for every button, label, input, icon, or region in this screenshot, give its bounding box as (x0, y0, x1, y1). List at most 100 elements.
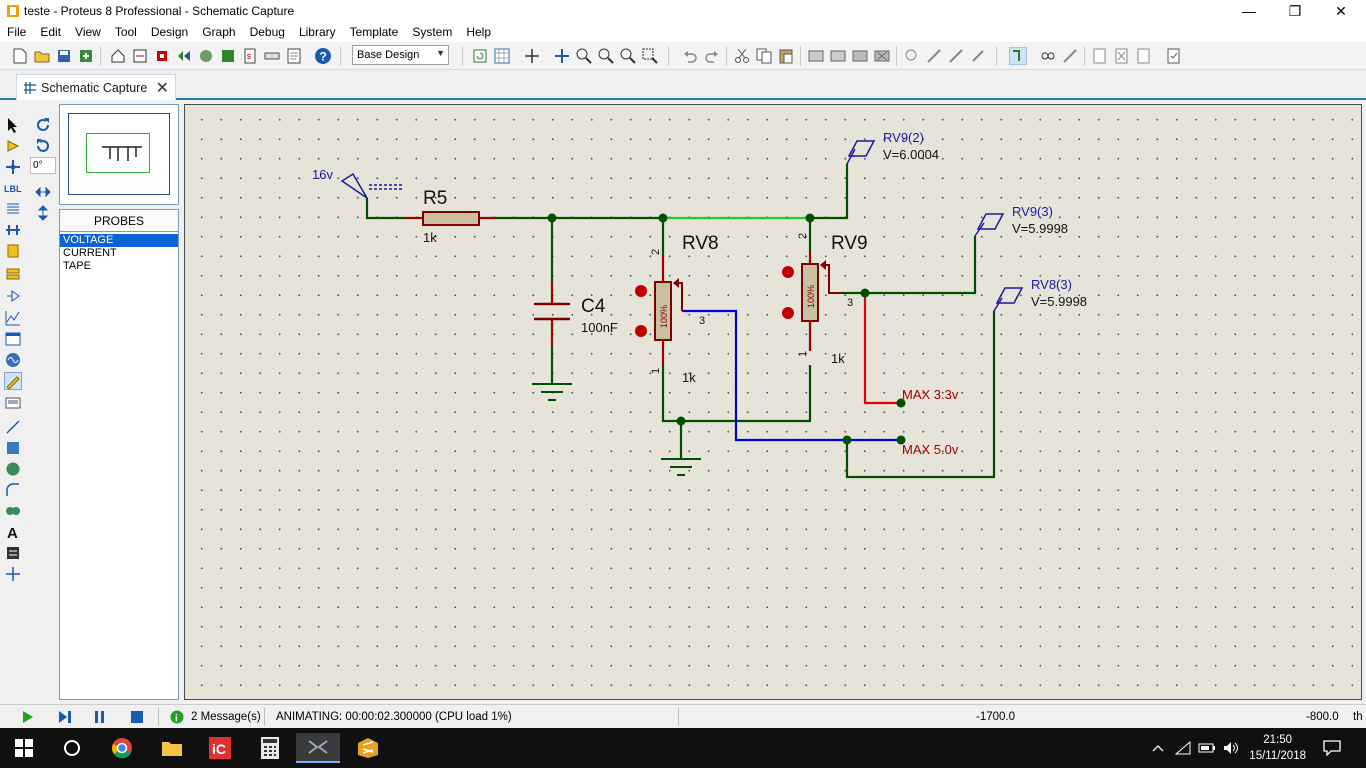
marker-mode-icon[interactable] (4, 565, 22, 583)
messages-count[interactable]: 2 Message(s) (191, 711, 261, 723)
overview-window[interactable] (59, 104, 179, 205)
closed-path-mode-icon[interactable] (4, 502, 22, 520)
calculator-icon[interactable] (248, 733, 292, 763)
virtual-instruments-mode-icon[interactable] (4, 394, 22, 412)
pan-icon[interactable] (552, 46, 572, 66)
step-icon[interactable] (56, 708, 74, 726)
packaging-tool-icon[interactable] (946, 46, 966, 66)
block-move-icon[interactable] (828, 46, 848, 66)
exit-to-parent-icon[interactable] (1134, 46, 1154, 66)
junction-dot-mode-icon[interactable] (4, 158, 22, 176)
design-explorer-icon[interactable] (218, 46, 238, 66)
volume-icon[interactable] (1218, 733, 1244, 763)
pcb-icon[interactable] (152, 46, 172, 66)
text-mode-icon[interactable]: A (4, 523, 22, 541)
bom-icon[interactable]: $ (240, 46, 260, 66)
zoom-all-icon[interactable] (618, 46, 638, 66)
pause-icon[interactable] (91, 708, 109, 726)
gerber-icon[interactable] (196, 46, 216, 66)
help-icon[interactable]: ? (313, 46, 333, 66)
zoom-out-icon[interactable] (596, 46, 616, 66)
menu-view[interactable]: View (75, 25, 101, 39)
close-icon[interactable]: ✕ (155, 80, 169, 97)
wire-label-mode-icon[interactable]: LBL (4, 179, 22, 197)
import-icon[interactable] (76, 46, 96, 66)
rotation-angle-field[interactable]: 0° (30, 157, 56, 174)
device-pins-mode-icon[interactable] (4, 287, 22, 305)
pick-device-icon[interactable] (902, 46, 922, 66)
probe-item-voltage[interactable]: VOLTAGE (60, 234, 178, 247)
wifi-icon[interactable] (1170, 733, 1196, 763)
decompose-icon[interactable] (968, 46, 988, 66)
design-variant-select[interactable]: Base Design ▼ (352, 45, 449, 65)
component-mode-icon[interactable] (4, 137, 22, 155)
origin-icon[interactable] (522, 46, 542, 66)
chevron-up-icon[interactable] (1140, 733, 1176, 763)
play-icon[interactable] (19, 708, 37, 726)
menu-graph[interactable]: Graph (202, 25, 236, 39)
stop-icon[interactable] (128, 708, 146, 726)
file-explorer-icon[interactable] (150, 733, 194, 763)
proteus-taskbar-icon[interactable] (296, 733, 340, 763)
grid-icon[interactable] (492, 46, 512, 66)
generator-mode-icon[interactable] (4, 351, 22, 369)
remove-sheet-icon[interactable] (1112, 46, 1132, 66)
menu-system[interactable]: System (412, 25, 453, 39)
menu-tool[interactable]: Tool (114, 25, 137, 39)
arc-mode-icon[interactable] (4, 481, 22, 499)
close-button[interactable]: ✕ (1335, 2, 1347, 19)
electrical-rules-check-icon[interactable] (1164, 46, 1184, 66)
block-rotate-icon[interactable] (850, 46, 870, 66)
probe-item-current[interactable]: CURRENT (63, 247, 117, 259)
chrome-icon[interactable] (100, 733, 144, 763)
windows-start-icon[interactable] (2, 733, 46, 763)
subcircuit-mode-icon[interactable] (4, 242, 22, 260)
menu-edit[interactable]: Edit (40, 25, 62, 39)
symbol-mode-icon[interactable] (4, 544, 22, 562)
rotate-clockwise-icon[interactable] (34, 116, 52, 134)
box-mode-icon[interactable] (4, 439, 22, 457)
menu-debug[interactable]: Debug (249, 25, 285, 39)
make-device-icon[interactable] (924, 46, 944, 66)
ic-app-icon[interactable]: iC (198, 733, 242, 763)
zoom-in-icon[interactable] (574, 46, 594, 66)
save-icon[interactable] (54, 46, 74, 66)
menu-library[interactable]: Library (298, 25, 336, 39)
home-icon[interactable] (108, 46, 128, 66)
new-file-icon[interactable] (10, 46, 30, 66)
graph-mode-icon[interactable] (4, 309, 22, 327)
3d-icon[interactable] (174, 46, 194, 66)
paste-icon[interactable] (776, 46, 796, 66)
minimize-button[interactable]: — (1242, 3, 1256, 19)
notifications-icon[interactable] (1312, 733, 1352, 763)
maximize-button[interactable]: ❐ (1288, 2, 1302, 19)
copy-icon[interactable] (754, 46, 774, 66)
wire-autorouter-icon[interactable] (1008, 46, 1028, 66)
tape-recorder-mode-icon[interactable] (4, 330, 22, 348)
vsm-studio-icon[interactable] (262, 46, 282, 66)
block-delete-icon[interactable] (872, 46, 892, 66)
block-copy-icon[interactable] (806, 46, 826, 66)
new-sheet-icon[interactable] (1090, 46, 1110, 66)
menu-help[interactable]: Help (466, 25, 492, 39)
redo-icon[interactable] (702, 46, 722, 66)
sublime-icon[interactable] (346, 733, 390, 763)
property-assignment-icon[interactable] (1060, 46, 1080, 66)
overview-visible-area[interactable] (86, 133, 150, 173)
rotate-anticlockwise-icon[interactable] (34, 137, 52, 155)
mirror-vertical-icon[interactable] (34, 204, 52, 222)
text-script-mode-icon[interactable] (4, 200, 22, 218)
info-icon[interactable]: i (168, 708, 186, 726)
system-clock[interactable]: 21:50 15/11/2018 (1249, 732, 1306, 764)
mirror-horizontal-icon[interactable] (34, 183, 52, 201)
selection-mode-icon[interactable] (4, 116, 22, 134)
search-icon[interactable] (1038, 46, 1058, 66)
menu-file[interactable]: File (7, 25, 27, 39)
cut-icon[interactable] (732, 46, 752, 66)
refresh-icon[interactable] (470, 46, 490, 66)
notes-icon[interactable] (284, 46, 304, 66)
voltage-probe-mode-icon[interactable] (4, 372, 22, 390)
menu-design[interactable]: Design (150, 25, 189, 39)
schematic-canvas[interactable]: R5 1k C4 100nF 100% RV8 1k 2 1 3 (184, 104, 1362, 700)
undo-icon[interactable] (680, 46, 700, 66)
